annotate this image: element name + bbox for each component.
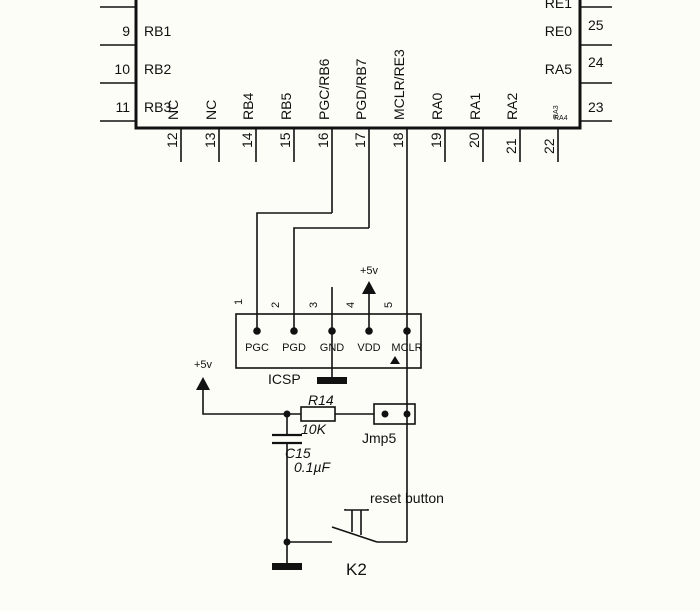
mclr-marker-icon	[390, 356, 400, 364]
pin-num-13: 13	[202, 132, 218, 148]
resistor-ref: R14	[308, 392, 334, 408]
jumper-label: Jmp5	[362, 430, 396, 446]
button-contact[interactable]	[331, 526, 378, 543]
pin-num-24: 24	[588, 54, 604, 70]
pin-name-ra0: RA0	[429, 93, 445, 120]
icsp-pin-1	[253, 327, 261, 335]
button-label: reset button	[370, 490, 444, 506]
capacitor-c15: C15 0.1µF	[272, 414, 332, 563]
cap-value: 0.1µF	[294, 459, 332, 475]
pin-num-19: 19	[428, 132, 444, 148]
pin-name-rb4: RB4	[240, 93, 256, 120]
pin-name-ra5: RA5	[545, 61, 572, 77]
junction-dot-gnd	[283, 538, 291, 546]
pin-name-mclr-re3: MCLR/RE3	[391, 49, 407, 120]
chip-outline	[134, 0, 582, 130]
pin-num-16: 16	[315, 132, 331, 148]
button-cap[interactable]	[344, 509, 369, 511]
icsp-pin-name-vdd: VDD	[357, 342, 380, 354]
icsp-pin-name-pgd: PGD	[282, 342, 306, 354]
icsp-pin-num-3: 3	[308, 302, 320, 308]
vdd-arrow-icon	[362, 281, 376, 294]
icsp-pin-num-2: 2	[270, 302, 282, 308]
microcontroller-chip: 9 RB1 10 RB2 11 RB3 RE1 RE0 25 RA5 24 23…	[100, 0, 612, 542]
icsp-pin-name-mclr: MCLR	[391, 342, 422, 354]
pin-num-14: 14	[239, 132, 255, 148]
resistor-body	[300, 406, 336, 422]
ground-symbol-icsp	[317, 377, 347, 384]
button-ref: K2	[346, 560, 367, 579]
reset-button-k2[interactable]: reset button K2	[287, 490, 444, 579]
pin-num-25: 25	[588, 17, 604, 33]
vdd-label: +5v	[360, 265, 379, 277]
pin-num-10: 10	[114, 61, 130, 77]
pin-num-17: 17	[352, 132, 368, 148]
jumper-pin-2	[403, 410, 411, 418]
pin-name-pgc-rb6: PGC/RB6	[316, 58, 332, 120]
icsp-pin-4	[365, 327, 373, 335]
icsp-pin-name-pgc: PGC	[245, 342, 269, 354]
pin-num-11: 11	[115, 99, 130, 115]
jumper-jmp5[interactable]: Jmp5	[362, 403, 416, 446]
wire-pgc	[256, 212, 332, 331]
icsp-pin-3	[328, 327, 336, 335]
pin-num-15: 15	[277, 132, 293, 148]
pin-num-20: 20	[466, 132, 482, 148]
icsp-pin-5	[403, 327, 411, 335]
pin-name-re0: RE0	[545, 23, 572, 39]
pin-name-nc: NC	[165, 100, 181, 120]
pin-name-nc: NC	[203, 100, 219, 120]
pin-name-rb5: RB5	[278, 93, 294, 120]
corner-label-ra4: RA4	[554, 115, 568, 122]
pin-name-ra2: RA2	[504, 93, 520, 120]
pin-num-22: 22	[541, 138, 557, 154]
vcc-arrow-icon	[196, 377, 210, 390]
resistor-value: 10K	[301, 421, 327, 437]
pin-name-ra1: RA1	[467, 93, 483, 120]
pin-name-rb3: RB3	[144, 99, 171, 115]
icsp-pin-num-5: 5	[383, 302, 395, 308]
wire-vcc	[202, 390, 301, 415]
icsp-pin-num-4: 4	[345, 302, 357, 308]
icsp-box	[235, 313, 422, 369]
icsp-label: ICSP	[268, 371, 301, 387]
pin-name-re1: RE1	[545, 0, 572, 11]
jumper-pin-1	[381, 410, 389, 418]
jumper-body[interactable]	[373, 403, 416, 425]
pin-num-23: 23	[588, 99, 604, 115]
wire-pgd	[293, 227, 369, 331]
vcc-label: +5v	[194, 359, 213, 371]
icsp-pin-num-1: 1	[233, 299, 245, 305]
pin-num-21: 21	[503, 138, 519, 154]
pin-num-9: 9	[122, 23, 130, 39]
corner-label-ra3: RA3	[553, 105, 560, 119]
ground-symbol-button	[272, 563, 302, 570]
resistor-r14: R14 10K	[300, 392, 336, 437]
icsp-pin-name-gnd: GND	[320, 342, 345, 354]
pin-name-rb1: RB1	[144, 23, 171, 39]
cap-ref: C15	[285, 445, 311, 461]
pin-num-18: 18	[390, 132, 406, 148]
pin-name-pgd-rb7: PGD/RB7	[353, 58, 369, 120]
pin-num-12: 12	[164, 132, 180, 148]
icsp-pin-2	[290, 327, 298, 335]
pin-name-rb2: RB2	[144, 61, 171, 77]
